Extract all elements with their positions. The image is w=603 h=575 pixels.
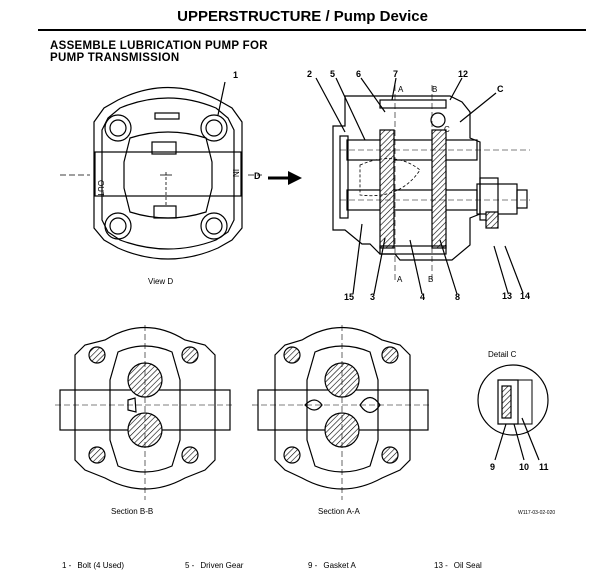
detail-c-marker: C — [444, 125, 450, 134]
view-d-marker: D — [254, 171, 261, 181]
detail-c-drawing — [477, 364, 549, 461]
section-a-marker-top: A — [398, 85, 404, 94]
detail-c-caption: Detail C — [488, 350, 517, 359]
legend-label: Oil Seal — [453, 561, 482, 570]
callout-10: 10 — [519, 462, 529, 472]
callout-7: 7 — [393, 69, 398, 79]
legend-number: 1 - — [62, 561, 72, 570]
callout-4: 4 — [420, 292, 425, 302]
view-direction-arrow-icon — [268, 171, 302, 185]
legend-number: 13 - — [434, 561, 448, 570]
callout-14: 14 — [520, 291, 530, 301]
callout-15: 15 — [344, 292, 354, 302]
legend-item: 9 - Gasket A — [308, 561, 356, 570]
legend-item: 1 - Bolt (4 Used) — [62, 561, 124, 570]
port-in-label: IN — [231, 169, 240, 177]
section-heading-line-2: PUMP TRANSMISSION — [50, 52, 180, 64]
legend-item: 13 - Oil Seal — [434, 561, 482, 570]
section-aa-caption: Section A-A — [318, 507, 360, 516]
section-b-marker-bottom: B — [428, 275, 433, 284]
callout-6: 6 — [356, 69, 361, 79]
section-a-marker-bottom: A — [397, 275, 403, 284]
section-heading: ASSEMBLE LUBRICATION PUMP FOR PUMP TRANS… — [50, 40, 268, 64]
callout-13: 13 — [502, 291, 512, 301]
legend-number: 9 - — [308, 561, 318, 570]
legend-number: 5 - — [185, 561, 195, 570]
section-heading-line-1: ASSEMBLE LUBRICATION PUMP FOR — [50, 40, 268, 52]
callout-12: 12 — [458, 69, 468, 79]
legend-label: Gasket A — [323, 561, 356, 570]
pump-side-section-drawing — [315, 77, 530, 295]
section-b-marker-top: B — [432, 85, 437, 94]
page-title: UPPERSTRUCTURE / Pump Device — [177, 8, 428, 25]
legend-label: Bolt (4 Used) — [77, 561, 125, 570]
port-out-label: OUT — [96, 180, 105, 197]
view-d-drawing — [60, 81, 262, 260]
callout-9: 9 — [490, 462, 495, 472]
legend-item: 5 - Driven Gear — [185, 561, 243, 570]
callout-11: 11 — [539, 462, 549, 472]
callout-3: 3 — [370, 292, 375, 302]
callout-c: C — [497, 84, 504, 94]
view-d-caption: View D — [148, 277, 173, 286]
section-bb-caption: Section B-B — [111, 507, 153, 516]
callout-1: 1 — [233, 70, 238, 80]
title-rule — [38, 29, 586, 31]
callout-2: 2 — [307, 69, 312, 79]
section-bb-drawing — [55, 325, 235, 500]
legend-label: Driven Gear — [200, 561, 244, 570]
drawing-code: W117-03-02-020 — [518, 510, 555, 516]
section-aa-drawing — [252, 325, 432, 500]
callout-5: 5 — [330, 69, 335, 79]
callout-8: 8 — [455, 292, 460, 302]
